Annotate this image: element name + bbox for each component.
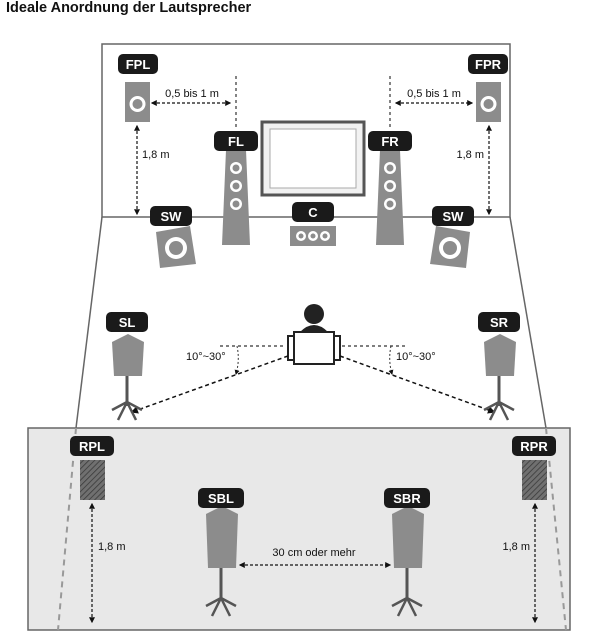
- svg-text:RPL: RPL: [79, 439, 105, 454]
- measure-rpl-height: 1,8 m: [98, 541, 126, 553]
- fpr-speaker-icon: [476, 82, 501, 122]
- rpr-speaker-icon: [522, 460, 547, 500]
- label-fl: FL: [214, 131, 258, 151]
- svg-text:SBR: SBR: [393, 491, 421, 506]
- rear-area: [27, 427, 571, 631]
- svg-text:SL: SL: [119, 315, 136, 330]
- svg-text:RPR: RPR: [520, 439, 548, 454]
- label-sr: SR: [478, 312, 520, 332]
- label-sw-right: SW: [432, 206, 474, 226]
- rear-measurement-lines: [89, 502, 538, 624]
- sw-left-speaker-icon: [156, 226, 196, 268]
- label-sl: SL: [106, 312, 148, 332]
- measure-front-right-gap: 0,5 bis 1 m: [407, 88, 461, 100]
- svg-text:FR: FR: [381, 134, 399, 149]
- measure-sl-angle: 10°~30°: [186, 351, 226, 363]
- listener-icon: [287, 304, 341, 365]
- sw-right-speaker-icon: [430, 226, 470, 268]
- svg-text:FL: FL: [228, 134, 244, 149]
- tv-icon: [260, 120, 366, 197]
- measure-sb-gap: 30 cm oder mehr: [272, 547, 355, 559]
- label-sw-left: SW: [150, 206, 192, 226]
- measure-front-left-gap: 0,5 bis 1 m: [165, 88, 219, 100]
- svg-text:SW: SW: [443, 209, 465, 224]
- label-fr: FR: [368, 131, 412, 151]
- fpl-speaker-icon: [125, 82, 150, 122]
- sbr-speaker-icon: [391, 506, 424, 617]
- label-rpr: RPR: [512, 436, 556, 456]
- measure-fpr-height: 1,8 m: [456, 149, 484, 161]
- fl-speaker-icon: [222, 150, 250, 245]
- front-measurement-lines: [134, 76, 492, 216]
- label-fpr: FPR: [468, 54, 508, 74]
- room-side-walls: [75, 216, 547, 429]
- rpl-speaker-icon: [80, 460, 105, 500]
- svg-text:SW: SW: [161, 209, 183, 224]
- page-title: Ideale Anordnung der Lautsprecher: [6, 0, 252, 16]
- svg-text:FPR: FPR: [475, 57, 502, 72]
- c-speaker-icon: [290, 226, 336, 246]
- measure-rpr-height: 1,8 m: [502, 541, 530, 553]
- svg-text:SBL: SBL: [208, 491, 234, 506]
- svg-text:C: C: [308, 205, 318, 220]
- svg-text:SR: SR: [490, 315, 509, 330]
- sl-speaker-icon: [111, 334, 144, 421]
- angle-lines: [130, 345, 496, 414]
- sbl-speaker-icon: [205, 506, 238, 617]
- fr-speaker-icon: [376, 150, 404, 245]
- measure-fpl-height: 1,8 m: [142, 149, 170, 161]
- label-sbl: SBL: [198, 488, 244, 508]
- label-sbr: SBR: [384, 488, 430, 508]
- measure-sr-angle: 10°~30°: [396, 351, 436, 363]
- sr-speaker-icon: [483, 334, 516, 421]
- label-c: C: [292, 202, 334, 222]
- label-fpl: FPL: [118, 54, 158, 74]
- svg-text:FPL: FPL: [126, 57, 151, 72]
- label-rpl: RPL: [70, 436, 114, 456]
